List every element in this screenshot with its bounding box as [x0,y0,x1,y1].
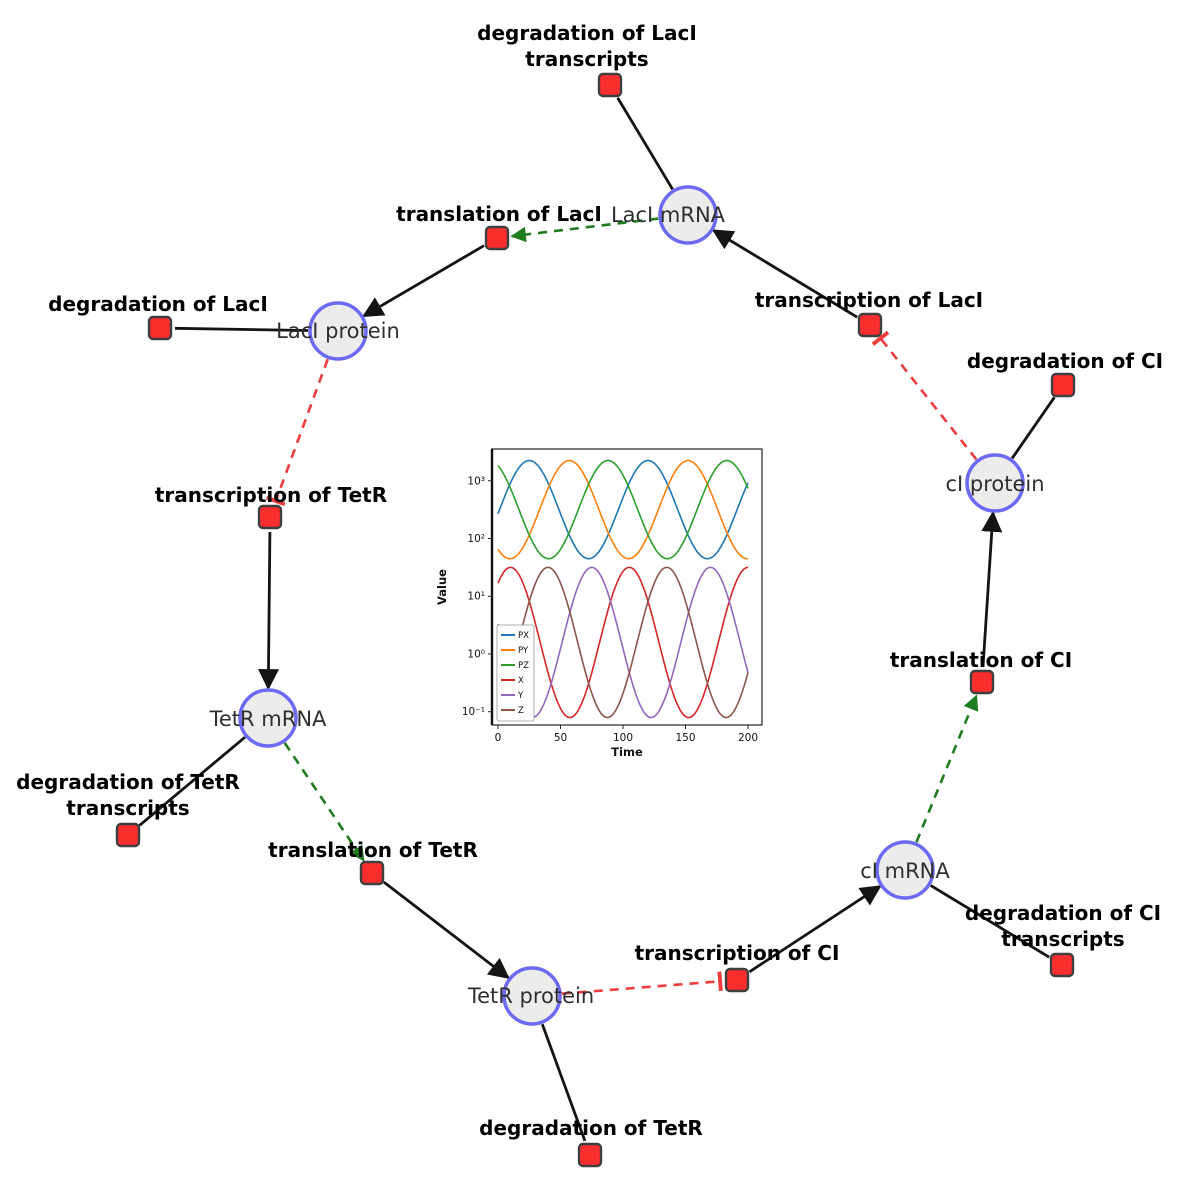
species-label-laci-protein: LacI protein [276,319,400,343]
edge-consumption--ci-protein--degradation-of-ci [1010,396,1056,460]
reaction-label-transcription-of-laci: transcription of LacI [755,288,983,312]
chart-y-tick-label: 10¹ [467,591,485,603]
reaction-node-degradation-of-ci-transcripts[interactable] [1049,952,1075,978]
species-node-laci-protein[interactable] [308,301,368,361]
chart-x-tick-label: 0 [495,732,502,744]
reaction-node-degradation-of-tetr-transcripts[interactable] [115,822,141,848]
edge-consumption--ci-mrna--degradation-of-ci-transcripts [929,884,1050,959]
reaction-label-line: transcripts [66,796,189,820]
chart-series-PY [497,459,748,560]
species-node-tetr-protein[interactable] [502,966,562,1026]
edge-production--transcription-of-laci--laci-mrna [711,229,858,319]
reaction-label-degradation-of-ci: degradation of CI [967,349,1163,373]
reaction-node-degradation-of-laci-transcripts[interactable] [597,72,623,98]
chart-y-axis-label: Value [435,569,449,605]
legend-label-Y: Y [517,691,524,701]
reaction-label-line: transcripts [1001,927,1124,951]
reaction-node-degradation-of-tetr[interactable] [577,1142,603,1168]
species-label-tetr-mrna: TetR mRNA [209,707,327,731]
reaction-node-transcription-of-ci[interactable] [724,967,750,993]
reaction-label-line: transcription of TetR [155,483,387,507]
chart-x-tick-label: 50 [554,732,567,744]
edge-consumption--tetr-mrna--degradation-of-tetr-transcripts [138,736,246,827]
species-node-tetr-mrna[interactable] [238,688,298,748]
edge-consumption--tetr-protein--degradation-of-tetr [540,1023,587,1142]
chart-x-axis-label: Time [611,745,643,759]
chart-x-tick-label: 100 [613,732,633,744]
reaction-node-transcription-of-laci[interactable] [857,312,883,338]
species-label-ci-protein: cI protein [945,472,1044,496]
reaction-label-degradation-of-tetr: degradation of TetR [479,1116,703,1140]
nodes-layer [115,72,1076,1168]
species-node-ci-mrna[interactable] [875,840,935,900]
edge-inhibition--ci-protein--transcription-of-laci [871,330,978,461]
reaction-label-translation-of-laci: translation of LacI [396,202,602,226]
species-label-tetr-protein: TetR protein [467,984,594,1008]
chart-x-tick-label: 150 [675,732,695,744]
reaction-label-line: transcripts [525,47,648,71]
chart-y-tick-label: 10⁰ [467,648,485,660]
edge-modifier--laci-mrna--translation-of-laci [510,217,659,243]
edge-modifier--tetr-mrna--translation-of-tetr [283,742,365,862]
reaction-label-line: degradation of CI [965,901,1161,925]
chart-x-tick-label: 200 [738,732,758,744]
chart-y-tick-label: 10³ [467,475,485,487]
reaction-label-line: degradation of TetR [16,770,240,794]
reaction-node-degradation-of-laci[interactable] [147,315,173,341]
reaction-node-translation-of-laci[interactable] [484,225,510,251]
species-label-laci-mrna: LacI mRNA [611,203,726,227]
species-node-laci-mrna[interactable] [658,185,718,245]
reaction-label-line: transcription of LacI [755,288,983,312]
reaction-label-degradation-of-laci: degradation of LacI [48,292,268,316]
species-label-ci-mrna: cI mRNA [860,859,950,883]
reaction-label-line: degradation of TetR [479,1116,703,1140]
chart-series-Y [497,566,749,719]
chart-legend: PX PY PZ XYZ [496,624,535,722]
edge-consumption--laci-protein--degradation-of-laci [174,326,309,332]
chart-y-tick-label: 10² [467,533,485,545]
legend-label-X: X [518,676,524,686]
reaction-label-line: translation of LacI [396,202,602,226]
edge-inhibition--laci-protein--transcription-of-tetr [266,358,329,507]
edge-modifier--ci-mrna--translation-of-ci [915,694,979,843]
reaction-label-translation-of-tetr: translation of TetR [268,838,478,862]
species-node-ci-protein[interactable] [965,453,1025,513]
chart-series-Z [497,566,749,719]
reaction-label-translation-of-ci: translation of CI [890,648,1072,672]
edge-production--transcription-of-ci--ci-mrna [748,885,882,973]
reaction-node-translation-of-ci[interactable] [969,669,995,695]
legend-label-PY: PY [518,646,529,656]
edge-production--translation-of-tetr--tetr-protein [383,880,510,979]
legend-label-PZ: PZ [518,661,529,671]
edge-production--transcription-of-tetr--tetr-mrna [257,531,279,691]
reaction-node-transcription-of-tetr[interactable] [257,504,283,530]
reaction-label-transcription-of-ci: transcription of CI [635,941,840,965]
reaction-label-line: degradation of LacI [477,21,697,45]
reaction-label-transcription-of-tetr: transcription of TetR [155,483,387,507]
edge-production--translation-of-ci--ci-protein [981,510,1003,668]
reaction-node-translation-of-tetr[interactable] [359,860,385,886]
reaction-label-line: translation of TetR [268,838,478,862]
reaction-label-line: translation of CI [890,648,1072,672]
reaction-label-line: degradation of LacI [48,292,268,316]
reaction-node-degradation-of-ci[interactable] [1050,372,1076,398]
chart-y-tick-label: 10⁻¹ [462,706,485,718]
reaction-label-line: transcription of CI [635,941,840,965]
chart-series-X [497,566,749,719]
edge-production--translation-of-laci--laci-protein [362,244,485,318]
edge-inhibition--tetr-protein--transcription-of-ci [561,971,723,995]
legend-label-Z: Z [518,706,524,716]
chart-series-PZ [497,459,749,560]
edges-layer [138,97,1056,1142]
reaction-label-line: degradation of CI [967,349,1163,373]
edge-consumption--laci-mrna--degradation-of-laci-transcripts [616,97,674,191]
legend-label-PX: PX [518,631,529,641]
chart-series-PX [497,459,749,560]
